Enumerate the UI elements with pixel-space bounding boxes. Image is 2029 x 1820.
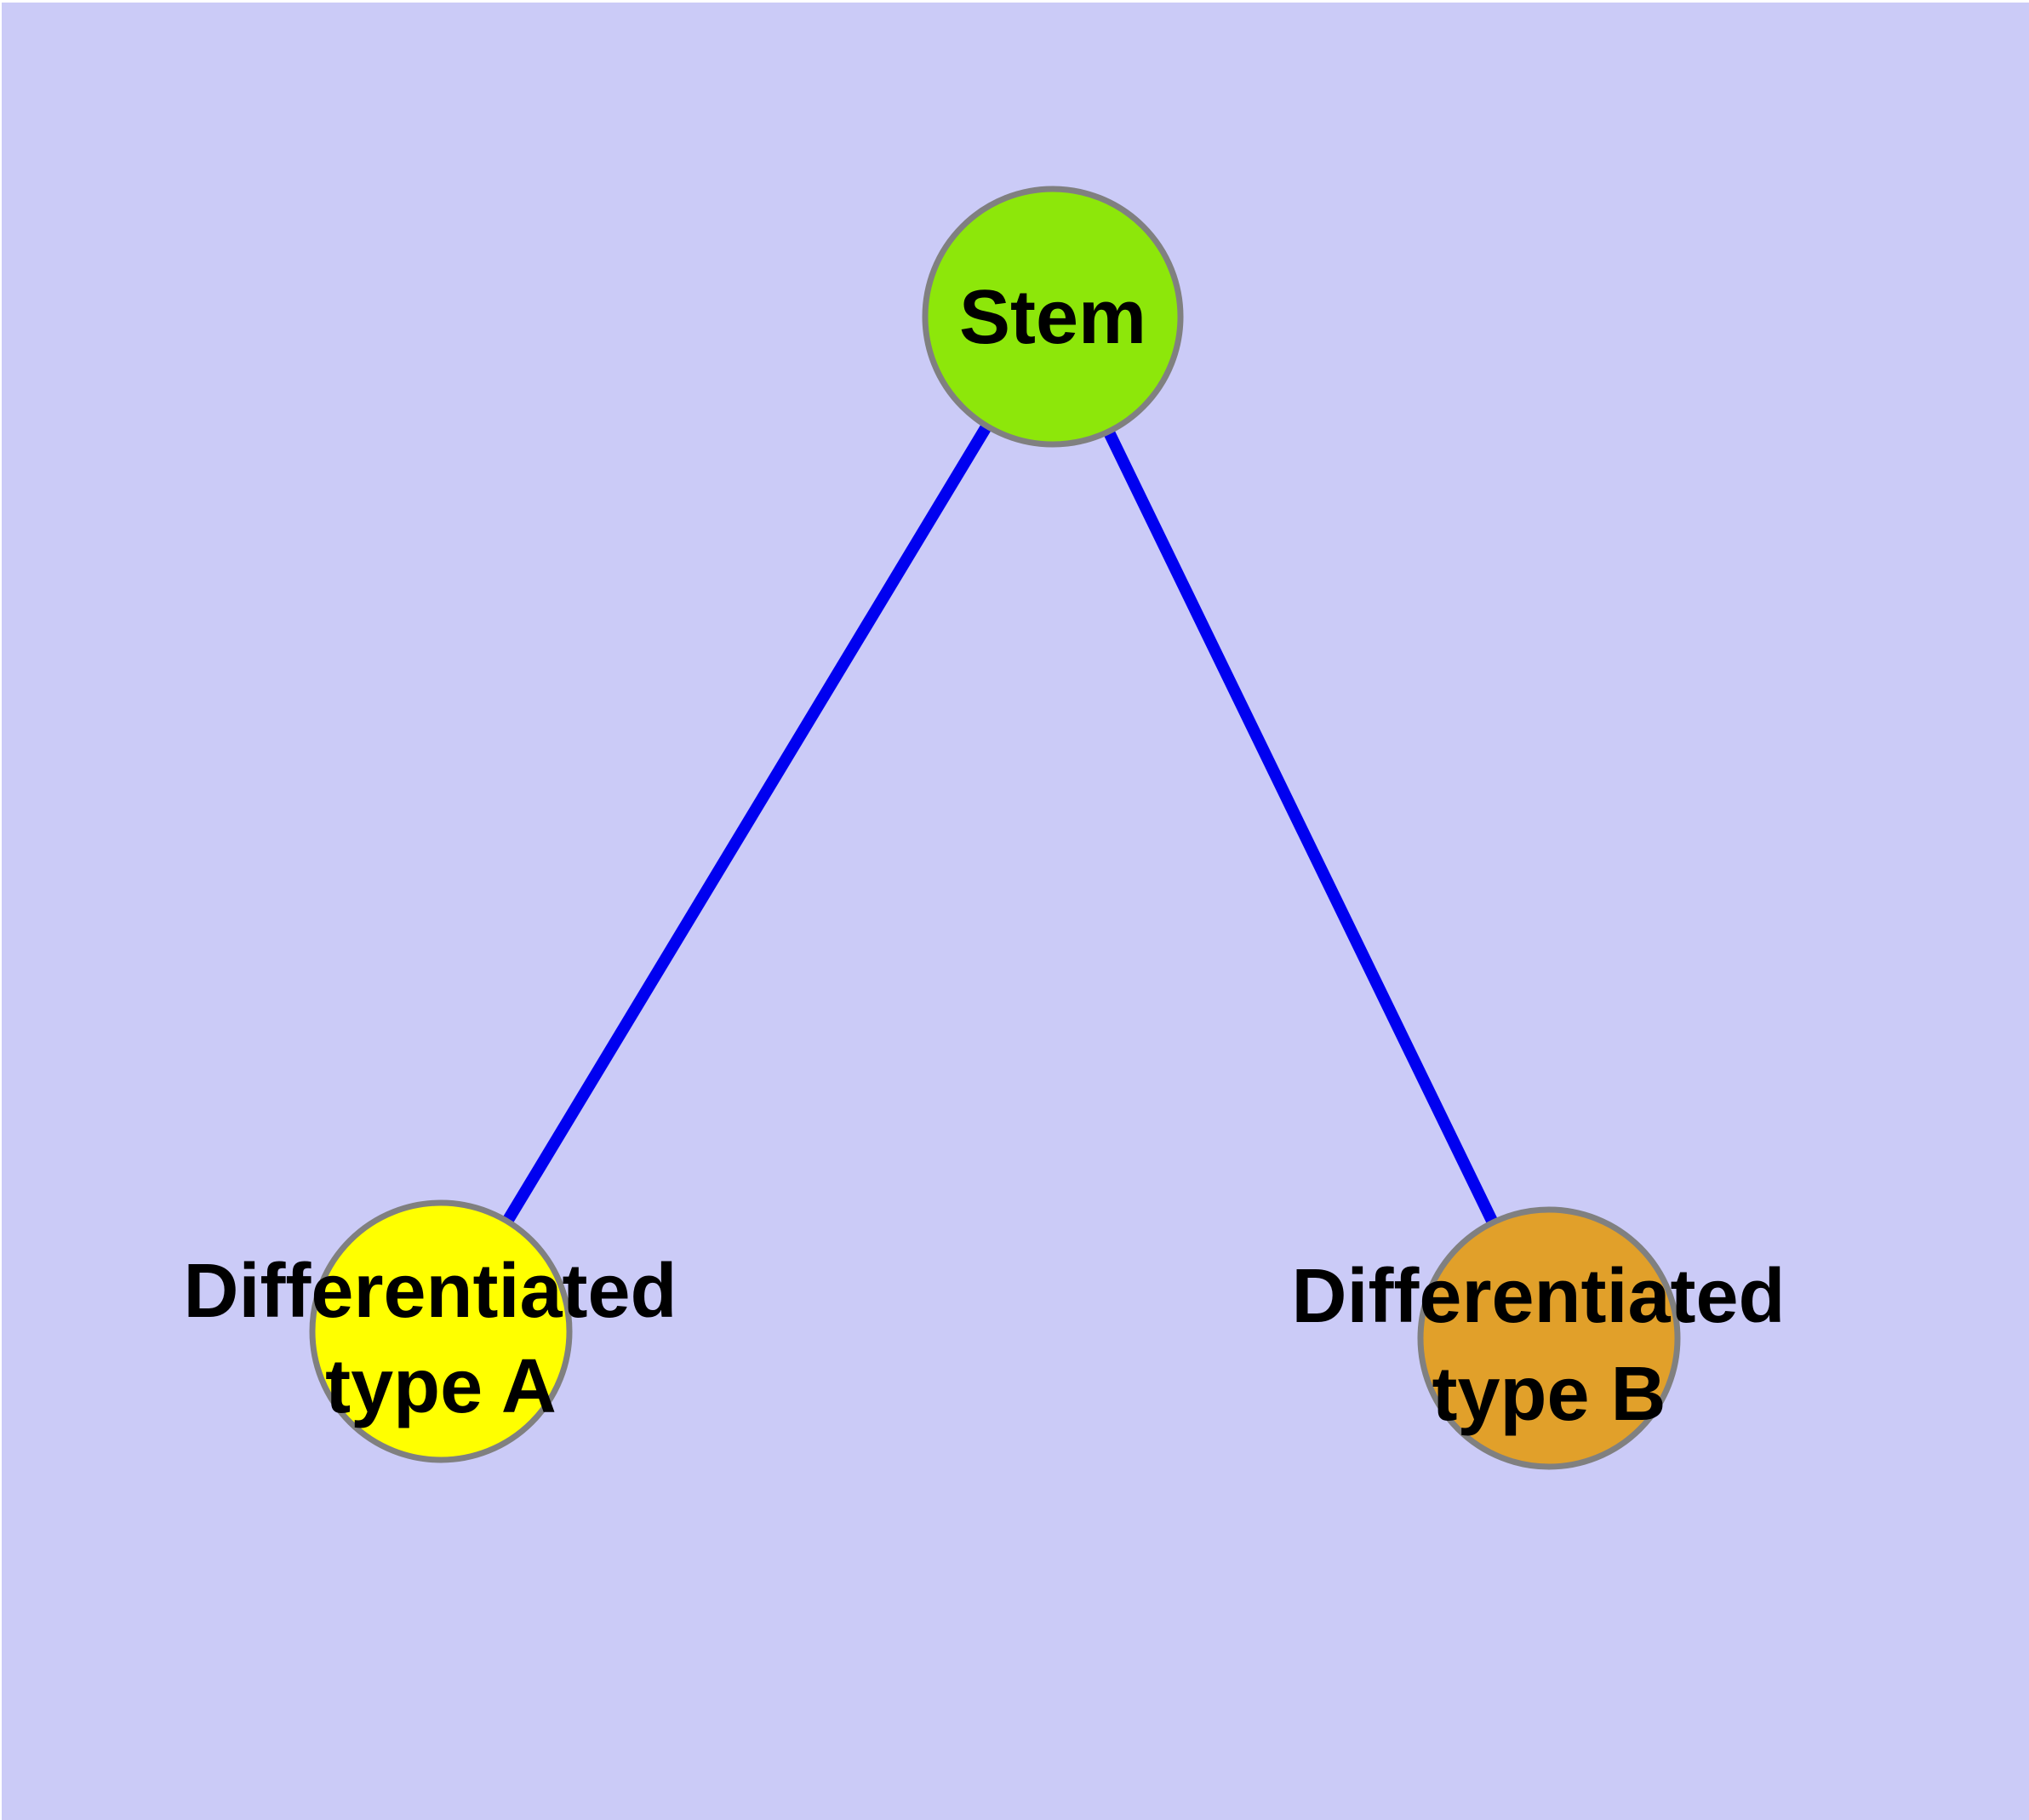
edge-stem-to-type-a <box>436 313 1058 1335</box>
node-stem <box>922 186 1184 448</box>
label-type-b-line2: type B <box>1432 1352 1666 1437</box>
label-type-b-line1: Differentiated <box>1291 1254 1785 1339</box>
label-type-a-line1: Differentiated <box>183 1249 677 1334</box>
node-differentiated-type-b <box>1417 1206 1681 1470</box>
label-differentiated-type-b: Differentiated type B <box>1291 1254 1806 1437</box>
label-stem: Stem <box>959 275 1146 360</box>
label-differentiated-type-a: Differentiated type A <box>183 1249 698 1429</box>
label-type-a-line2: type A <box>325 1344 557 1429</box>
edge-stem-to-type-b <box>1047 313 1555 1342</box>
node-differentiated-type-a <box>309 1199 573 1463</box>
